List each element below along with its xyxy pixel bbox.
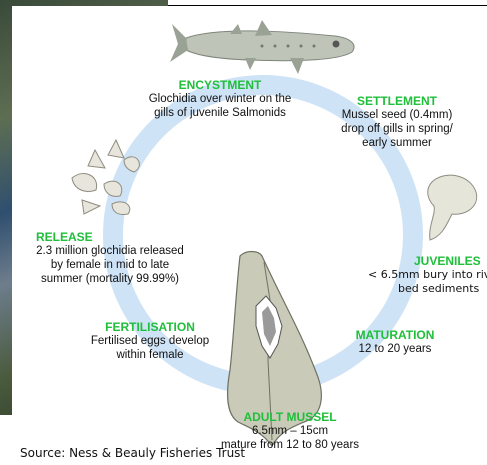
adult-mussel-title: ADULT MUSSEL [205, 410, 375, 424]
fertilisation-title: FERTILISATION [70, 320, 230, 334]
maturation-line-1: 12 to 20 years [340, 342, 450, 356]
encystment-line-2: gills of juvenile Salmonids [124, 106, 316, 120]
settlement-title: SETTLEMENT [322, 94, 472, 108]
fertilisation-line-1: Fertilised eggs develop [70, 334, 230, 348]
fertilisation-line-2: within female [70, 348, 230, 362]
juveniles-title: JUVENILES [368, 254, 487, 268]
maturation-label: MATURATION 12 to 20 years [340, 328, 450, 356]
source-caption: Source: Ness & Beauly Fisheries Trust [20, 446, 245, 460]
fish-icon [170, 20, 354, 74]
maturation-title: MATURATION [340, 328, 450, 342]
juveniles-line-1: < 6.5mm bury into rive [368, 268, 487, 282]
juveniles-line-2: bed sediments [368, 282, 487, 296]
encystment-label: ENCYSTMENT Glochidia over winter on the … [124, 78, 316, 120]
release-label: RELEASE 2.3 million glochidia released b… [22, 230, 218, 286]
encystment-title: ENCYSTMENT [124, 78, 316, 92]
settlement-line-1: Mussel seed (0.4mm) [322, 108, 472, 122]
release-line-3: summer (mortality 99.99%) [22, 272, 198, 286]
release-line-2: by female in mid to late [22, 258, 198, 272]
settlement-label: SETTLEMENT Mussel seed (0.4mm) drop off … [322, 94, 472, 150]
fertilisation-label: FERTILISATION Fertilised eggs develop wi… [70, 320, 230, 362]
adult-mussel-line-1: 6.5mm – 15cm [205, 424, 375, 438]
juveniles-label: JUVENILES < 6.5mm bury into rive bed sed… [368, 254, 487, 296]
encystment-line-1: Glochidia over winter on the [124, 92, 316, 106]
settlement-line-2: drop off gills in spring/ [322, 122, 472, 136]
settlement-line-3: early summer [322, 136, 472, 150]
release-line-1: 2.3 million glochidia released [22, 244, 198, 258]
juvenile-mussel-icon [428, 175, 477, 240]
release-title: RELEASE [22, 230, 218, 244]
